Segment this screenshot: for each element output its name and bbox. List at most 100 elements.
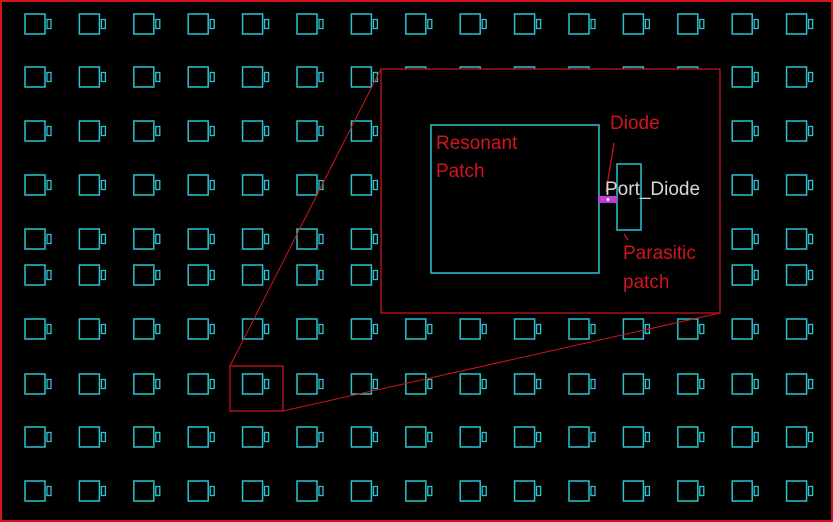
unit-cell-parasitic bbox=[46, 125, 52, 137]
unit-cell bbox=[78, 228, 107, 250]
diode-label: Diode bbox=[610, 113, 660, 134]
unit-cell-parasitic bbox=[372, 233, 379, 245]
unit-cell-patch bbox=[350, 66, 373, 88]
unit-cell-patch bbox=[568, 480, 590, 502]
unit-cell-patch bbox=[405, 13, 427, 35]
unit-cell bbox=[187, 318, 215, 340]
unit-cell-patch bbox=[24, 174, 46, 196]
unit-cell bbox=[731, 426, 759, 448]
unit-cell-patch bbox=[677, 318, 699, 340]
unit-cell-parasitic bbox=[753, 179, 759, 191]
unit-cell bbox=[78, 120, 107, 142]
unit-cell bbox=[513, 13, 542, 35]
unit-cell-patch bbox=[24, 426, 46, 448]
unit-cell-patch bbox=[568, 318, 590, 340]
unit-cell bbox=[241, 426, 270, 448]
unit-cell bbox=[296, 480, 324, 502]
unit-cell bbox=[296, 264, 324, 286]
unit-cell-parasitic bbox=[807, 431, 814, 443]
unit-cell-parasitic bbox=[318, 431, 324, 443]
unit-cell-patch bbox=[133, 264, 155, 286]
unit-cell-patch bbox=[24, 480, 46, 502]
unit-cell bbox=[133, 66, 161, 88]
unit-cell-patch bbox=[350, 13, 373, 35]
unit-cell-parasitic bbox=[209, 18, 215, 30]
unit-cell bbox=[785, 120, 814, 142]
unit-cell bbox=[785, 66, 814, 88]
unit-cell-parasitic bbox=[100, 485, 107, 497]
unit-cell-parasitic bbox=[753, 269, 759, 281]
unit-cell bbox=[241, 264, 270, 286]
unit-cell-parasitic bbox=[46, 378, 52, 390]
unit-cell-parasitic bbox=[100, 431, 107, 443]
unit-cell bbox=[350, 318, 379, 340]
unit-cell-patch bbox=[187, 373, 209, 395]
unit-cell-patch bbox=[241, 13, 264, 35]
unit-cell-patch bbox=[350, 228, 373, 250]
unit-cell-patch bbox=[350, 318, 373, 340]
unit-cell-patch bbox=[24, 264, 46, 286]
unit-cell-parasitic bbox=[46, 485, 52, 497]
unit-cell bbox=[785, 426, 814, 448]
unit-cell-patch bbox=[133, 120, 155, 142]
unit-cell bbox=[731, 264, 759, 286]
unit-cell bbox=[350, 228, 379, 250]
unit-cell-patch bbox=[785, 66, 808, 88]
unit-cell-patch bbox=[622, 426, 645, 448]
unit-cell bbox=[459, 426, 487, 448]
unit-cell-parasitic bbox=[46, 179, 52, 191]
unit-cell bbox=[350, 120, 379, 142]
unit-cell-parasitic bbox=[318, 179, 324, 191]
unit-cell-parasitic bbox=[318, 378, 324, 390]
unit-cell-parasitic bbox=[535, 378, 542, 390]
unit-cell-parasitic bbox=[372, 431, 379, 443]
unit-cell-patch bbox=[296, 480, 318, 502]
unit-cell bbox=[296, 426, 324, 448]
unit-cell-parasitic bbox=[481, 431, 487, 443]
unit-cell bbox=[731, 228, 759, 250]
unit-cell-parasitic bbox=[481, 378, 487, 390]
unit-cell-patch bbox=[405, 426, 427, 448]
unit-cell-parasitic bbox=[209, 378, 215, 390]
unit-cell-parasitic bbox=[46, 18, 52, 30]
unit-cell bbox=[350, 480, 379, 502]
unit-cell bbox=[187, 426, 215, 448]
unit-cell-patch bbox=[78, 318, 101, 340]
unit-cell-parasitic bbox=[100, 378, 107, 390]
unit-cell bbox=[568, 318, 596, 340]
unit-cell-patch bbox=[78, 120, 101, 142]
unit-cell-parasitic bbox=[100, 71, 107, 83]
unit-cell-patch bbox=[241, 228, 264, 250]
unit-cell-parasitic bbox=[46, 431, 52, 443]
unit-cell-parasitic bbox=[807, 18, 814, 30]
unit-cell-patch bbox=[785, 480, 808, 502]
unit-cell bbox=[241, 174, 270, 196]
unit-cell-parasitic bbox=[318, 233, 324, 245]
unit-cell-patch bbox=[78, 480, 101, 502]
unit-cell-parasitic bbox=[263, 378, 270, 390]
unit-cell bbox=[241, 373, 270, 395]
unit-cell bbox=[24, 318, 52, 340]
unit-cell bbox=[241, 13, 270, 35]
unit-cell bbox=[133, 174, 161, 196]
unit-cell-patch bbox=[241, 120, 264, 142]
unit-cell-patch bbox=[785, 120, 808, 142]
unit-cell-parasitic bbox=[535, 323, 542, 335]
unit-cell bbox=[24, 120, 52, 142]
unit-cell-patch bbox=[622, 318, 645, 340]
unit-cell-parasitic bbox=[481, 18, 487, 30]
unit-cell-parasitic bbox=[46, 233, 52, 245]
unit-cell-parasitic bbox=[753, 233, 759, 245]
unit-cell bbox=[405, 318, 433, 340]
unit-cell-parasitic bbox=[427, 485, 433, 497]
parasitic-leader-line bbox=[623, 233, 629, 241]
unit-cell-parasitic bbox=[100, 233, 107, 245]
unit-cell bbox=[513, 480, 542, 502]
unit-cell bbox=[622, 373, 651, 395]
unit-cell-patch bbox=[677, 480, 699, 502]
unit-cell-patch bbox=[133, 174, 155, 196]
unit-cell bbox=[187, 13, 215, 35]
unit-cell bbox=[24, 174, 52, 196]
unit-cell-parasitic bbox=[535, 18, 542, 30]
unit-cell bbox=[296, 66, 324, 88]
